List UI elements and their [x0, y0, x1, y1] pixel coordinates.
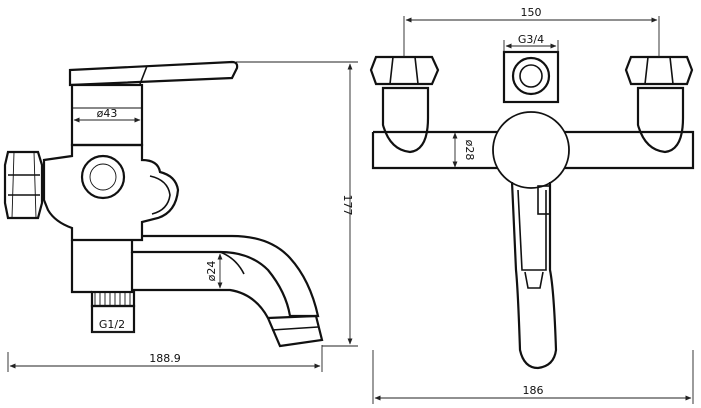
side-diverter-knob [80, 154, 126, 200]
dim-label-thread-top: G3/4 [518, 33, 544, 46]
front-top-connector [502, 50, 560, 104]
side-hex-nut [3, 150, 44, 220]
side-view [3, 60, 324, 348]
front-dimension-lines [372, 16, 694, 404]
front-right-hex-nut [624, 55, 694, 86]
dim-label-handle-diameter: ø28 [463, 140, 476, 161]
front-lever [510, 181, 558, 370]
side-mixer-body [42, 143, 180, 242]
dim-label-thread-bottom: G1/2 [99, 318, 125, 331]
front-left-eccentric [381, 86, 430, 154]
side-dimension-lines [7, 61, 358, 372]
dim-label-total-width-side: 188.9 [149, 352, 181, 365]
front-right-eccentric [636, 86, 685, 154]
side-aerator [266, 314, 324, 348]
side-spout [130, 234, 320, 318]
front-body-bar [371, 130, 695, 170]
side-thread-connector [90, 290, 136, 308]
dim-label-spout-diameter: ø24 [205, 261, 218, 282]
front-center-handle [492, 111, 570, 189]
side-lever-handle [68, 60, 239, 87]
dim-label-height: 177 [341, 195, 354, 216]
front-view [369, 50, 695, 370]
dim-label-top-center-distance: 150 [521, 6, 542, 19]
front-left-hex-nut [369, 55, 440, 86]
dim-label-total-width-front: 186 [523, 384, 544, 397]
dim-label-body-diameter: ø43 [97, 107, 118, 120]
